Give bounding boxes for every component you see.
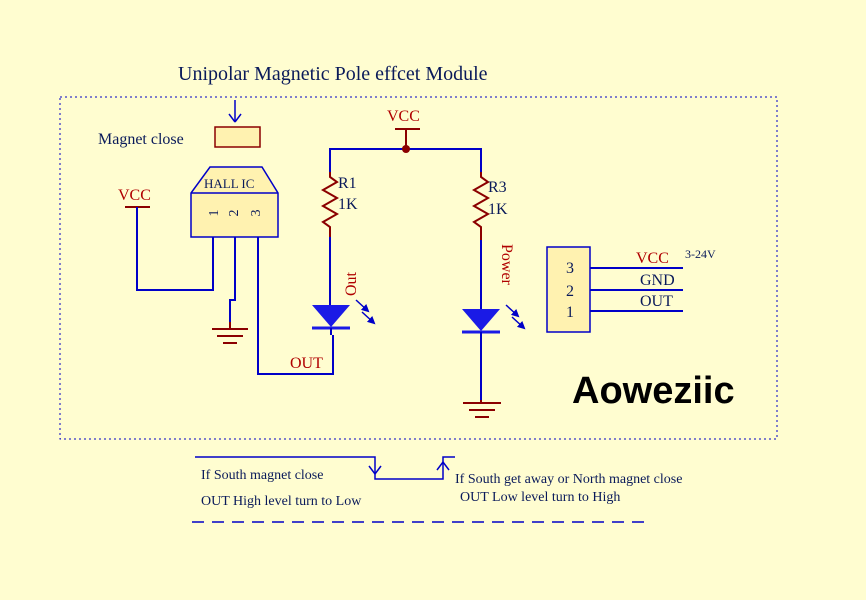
hall-pin-2: 2 [227,210,242,217]
legend-left-line1: If South magnet close [201,468,323,483]
resistor-r3-icon [471,172,491,240]
connector-gnd: GND [640,272,675,289]
magnet-label: Magnet close [98,131,184,148]
module-border [59,96,778,440]
light-arrow-icon [505,304,520,318]
connector-body [546,246,591,333]
hall-wires [125,206,334,375]
legend-left-line2: OUT High level turn to Low [201,494,362,509]
connector-pin-3: 3 [566,260,574,277]
connector-pin-2: 2 [566,283,574,300]
hall-ic-label: HALL IC [204,176,254,191]
vcc-left-label: VCC [118,187,151,204]
hall-pin-1: 1 [207,210,222,217]
light-arrow-icon [511,316,526,330]
resistor-r1: R1 1K [320,172,358,237]
hall-ic: HALL IC 1 2 3 [190,166,279,238]
brand-logo: Aoweziic [572,370,735,412]
arrow-up-icon [436,460,450,471]
light-arrow-icon [361,311,376,325]
r3-ref: R3 [488,179,507,196]
out-net-label: OUT [290,355,323,372]
connector-vcc: VCC [636,250,669,267]
ground-icon [463,400,501,418]
junction-dot [402,145,410,153]
legend-right-line2: OUT Low level turn to High [460,490,620,505]
r1-ref: R1 [338,175,357,192]
led-out-label: Out [343,271,360,296]
vcc-top-label: VCC [387,108,420,125]
magnet: Magnet close [98,100,261,148]
magnet-block [214,126,261,148]
light-arrow-icon [355,299,370,313]
led-out: Out [312,271,376,335]
r1-value: 1K [338,196,358,213]
legend-right-line1: If South get away or North magnet close [455,472,682,487]
led-power-icon [462,309,500,331]
arrow-down-icon [368,465,382,476]
hall-pin-3: 3 [249,210,264,217]
connector-pin-1: 1 [566,304,574,321]
led-out-icon [312,305,350,327]
led-power-label: Power [498,244,515,286]
legend: If South magnet close OUT High level tur… [192,456,682,523]
resistor-r1-icon [320,172,340,237]
connector-out: OUT [640,293,673,310]
diagram-title: Unipolar Magnetic Pole effcet Module [178,63,488,85]
waveform [195,456,455,480]
resistor-r3: R3 1K [471,172,508,240]
r3-value: 1K [488,201,508,218]
voltage-range: 3-24V [685,247,716,261]
connector: 3 2 1 VCC GND OUT 3-24V [546,246,716,333]
led-power: Power [462,244,526,400]
ground-icon [212,322,248,344]
